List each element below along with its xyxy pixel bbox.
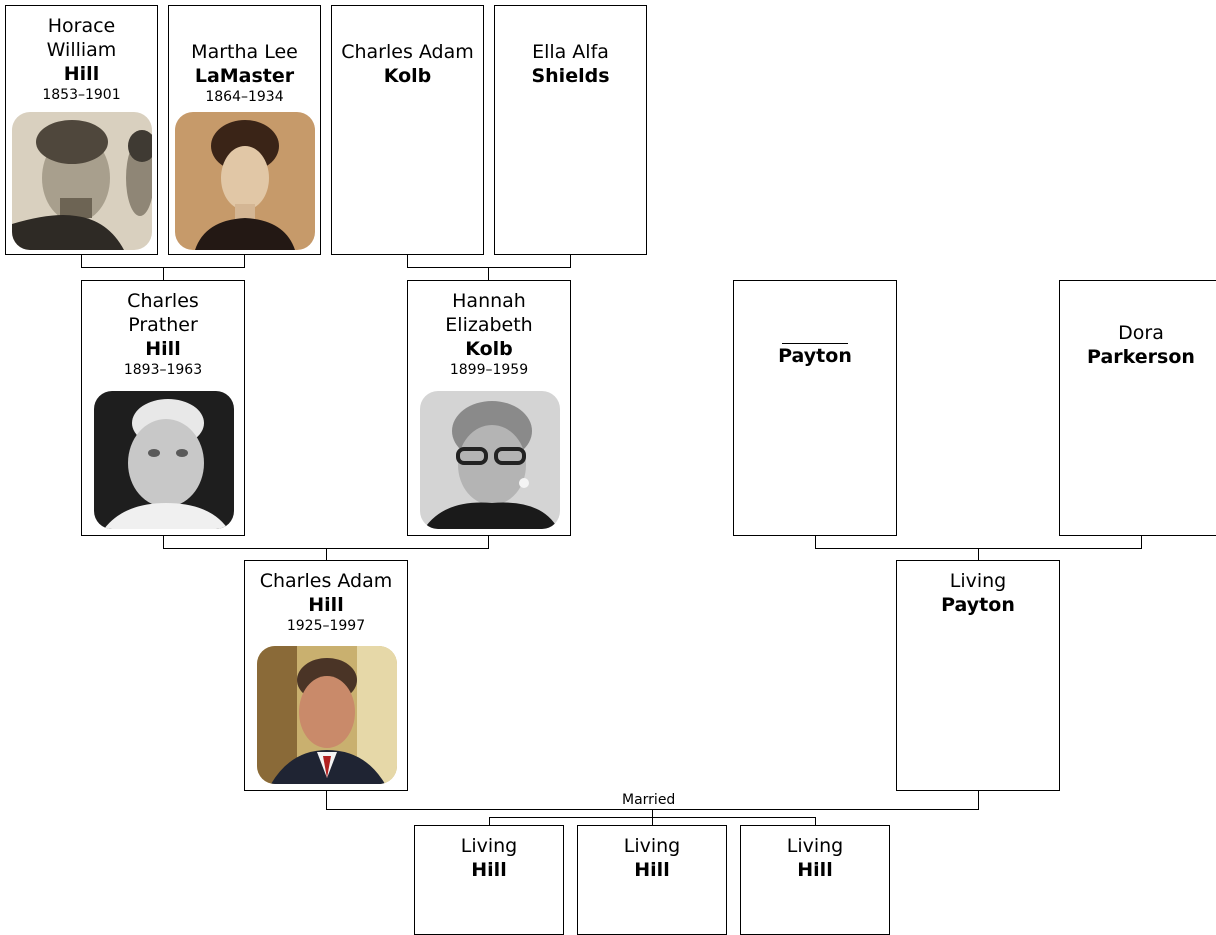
given-name: Charles Adam (259, 570, 393, 592)
connector-line (326, 790, 327, 810)
surname: Payton (941, 594, 1015, 616)
given-name: Charles (127, 290, 199, 312)
portrait-photo (175, 112, 315, 250)
portrait-photo (420, 391, 560, 529)
connector-line (1141, 535, 1142, 548)
connector-line (81, 254, 82, 267)
connector-line (244, 254, 245, 267)
connector-line (978, 548, 979, 561)
person-card-dora-parkerson[interactable]: Dora Parkerson (1059, 280, 1216, 536)
connector-line (978, 790, 979, 810)
surname: Parkerson (1087, 346, 1195, 368)
surname: LaMaster (194, 65, 295, 87)
connector-line (488, 535, 489, 548)
surname: Kolb (465, 338, 513, 360)
portrait-photo (12, 112, 152, 250)
given-name: Living (786, 835, 844, 857)
person-card-living-payton[interactable]: Living Payton (896, 560, 1060, 791)
life-dates: 1899–1959 (449, 362, 529, 378)
connector-line (570, 254, 571, 267)
person-card-charles-adam-hill[interactable]: Charles Adam Hill 1925–1997 (244, 560, 408, 791)
connector-line (488, 267, 489, 281)
surname: Hill (145, 338, 181, 360)
person-card-charles-adam-kolb[interactable]: Charles Adam Kolb (331, 5, 484, 255)
surname: Hill (634, 859, 670, 881)
surname: Shields (531, 65, 610, 87)
person-card-ella-alfa-shields[interactable]: Ella Alfa Shields (494, 5, 647, 255)
connector-line (815, 535, 816, 548)
connector-line (326, 548, 327, 561)
life-dates: 1864–1934 (205, 89, 284, 105)
surname: Hill (797, 859, 833, 881)
person-card-child-1[interactable]: Living Hill (414, 825, 564, 935)
connector-line (489, 817, 490, 826)
surname: Hill (471, 859, 507, 881)
person-card-child-2[interactable]: Living Hill (577, 825, 727, 935)
given-name: William (46, 39, 117, 61)
given-name: Horace (47, 15, 116, 37)
surname: Kolb (383, 65, 432, 87)
given-name: Martha Lee (191, 41, 298, 63)
given-name: Living (949, 570, 1007, 592)
person-card-martha-lamaster[interactable]: Martha Lee LaMaster 1864–1934 (168, 5, 321, 255)
given-name: Charles Adam (341, 41, 474, 63)
given-name: Hannah (452, 290, 526, 312)
married-label: Married (620, 792, 678, 808)
portrait-photo (94, 391, 234, 529)
connector-line (163, 267, 164, 281)
life-dates: 1853–1901 (42, 87, 121, 103)
portrait-photo (257, 646, 397, 784)
surname: Payton (778, 345, 852, 367)
person-card-child-3[interactable]: Living Hill (740, 825, 890, 935)
connector-line (652, 809, 653, 817)
given-name: Ella Alfa (532, 41, 609, 63)
person-card-payton-father[interactable]: Payton (733, 280, 897, 536)
surname: Hill (308, 594, 344, 616)
person-card-horace-hill[interactable]: Horace William Hill 1853–1901 (5, 5, 158, 255)
person-card-charles-prather-hill[interactable]: Charles Prather Hill 1893–1963 (81, 280, 245, 536)
unknown-given-name (782, 319, 848, 344)
connector-line (652, 817, 653, 826)
connector-line (815, 817, 816, 826)
given-name: Dora (1118, 322, 1164, 344)
surname: Hill (63, 63, 100, 85)
person-card-hannah-elizabeth-kolb[interactable]: Hannah Elizabeth Kolb 1899–1959 (407, 280, 571, 536)
given-name: Living (623, 835, 681, 857)
connector-line (163, 535, 164, 548)
connector-line (407, 254, 408, 267)
given-name: Prather (128, 314, 198, 336)
given-name: Elizabeth (445, 314, 533, 336)
life-dates: 1893–1963 (123, 362, 203, 378)
connector-line (407, 267, 571, 268)
given-name: Living (460, 835, 518, 857)
life-dates: 1925–1997 (286, 618, 366, 634)
